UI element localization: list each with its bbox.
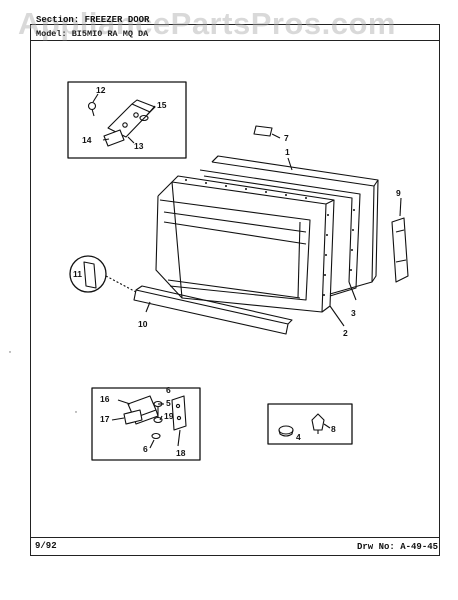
callout-1: 1 bbox=[285, 147, 290, 157]
callout-6-bottom: 6 bbox=[143, 444, 148, 454]
callout-8: 8 bbox=[331, 424, 336, 434]
callout-15: 15 bbox=[157, 100, 167, 110]
callout-11: 11 bbox=[73, 269, 82, 279]
part-7-badge bbox=[253, 125, 281, 139]
scan-specks bbox=[9, 351, 77, 413]
callout-5: 5 bbox=[166, 398, 171, 408]
callout-4: 4 bbox=[296, 432, 301, 442]
drawing-number-label: Drw No: bbox=[357, 542, 395, 552]
bottom-hinge-inset bbox=[91, 387, 201, 461]
revision-date: 9/92 bbox=[35, 541, 57, 551]
callout-14: 14 bbox=[82, 135, 92, 145]
callout-3: 3 bbox=[351, 308, 356, 318]
top-hinge-inset bbox=[67, 81, 187, 159]
model-number: Model: BI5MI0 RA MQ DA bbox=[36, 29, 149, 39]
part-9-handle bbox=[391, 197, 409, 283]
section-title: Section: FREEZER DOOR bbox=[36, 15, 150, 25]
stop-and-cap-inset bbox=[267, 403, 353, 445]
part-2-inner-door-liner bbox=[155, 175, 355, 327]
callout-2: 2 bbox=[343, 328, 348, 338]
part-11-detail-circle bbox=[69, 255, 137, 293]
callout-12: 12 bbox=[96, 85, 106, 95]
footer-divider bbox=[30, 537, 440, 538]
callout-9: 9 bbox=[396, 188, 401, 198]
header-divider bbox=[30, 40, 440, 41]
part-10-shelf-bar bbox=[133, 285, 293, 335]
callout-16: 16 bbox=[100, 394, 110, 404]
drawing-number-value: A-49-45 bbox=[400, 542, 439, 552]
drawing-number-block: Drw No: A-49-45 bbox=[357, 542, 438, 552]
callout-19: 19 bbox=[164, 411, 174, 421]
callout-18: 18 bbox=[176, 448, 186, 458]
diagram-border bbox=[30, 24, 440, 556]
callout-13: 13 bbox=[134, 141, 144, 151]
callout-7: 7 bbox=[284, 133, 289, 143]
watermark-logo: AppliancePartsPros.com bbox=[18, 6, 396, 41]
callout-10: 10 bbox=[138, 319, 148, 329]
callout-6-top: 6 bbox=[166, 385, 171, 395]
callout-17: 17 bbox=[100, 414, 110, 424]
part-3-gasket bbox=[199, 169, 361, 301]
